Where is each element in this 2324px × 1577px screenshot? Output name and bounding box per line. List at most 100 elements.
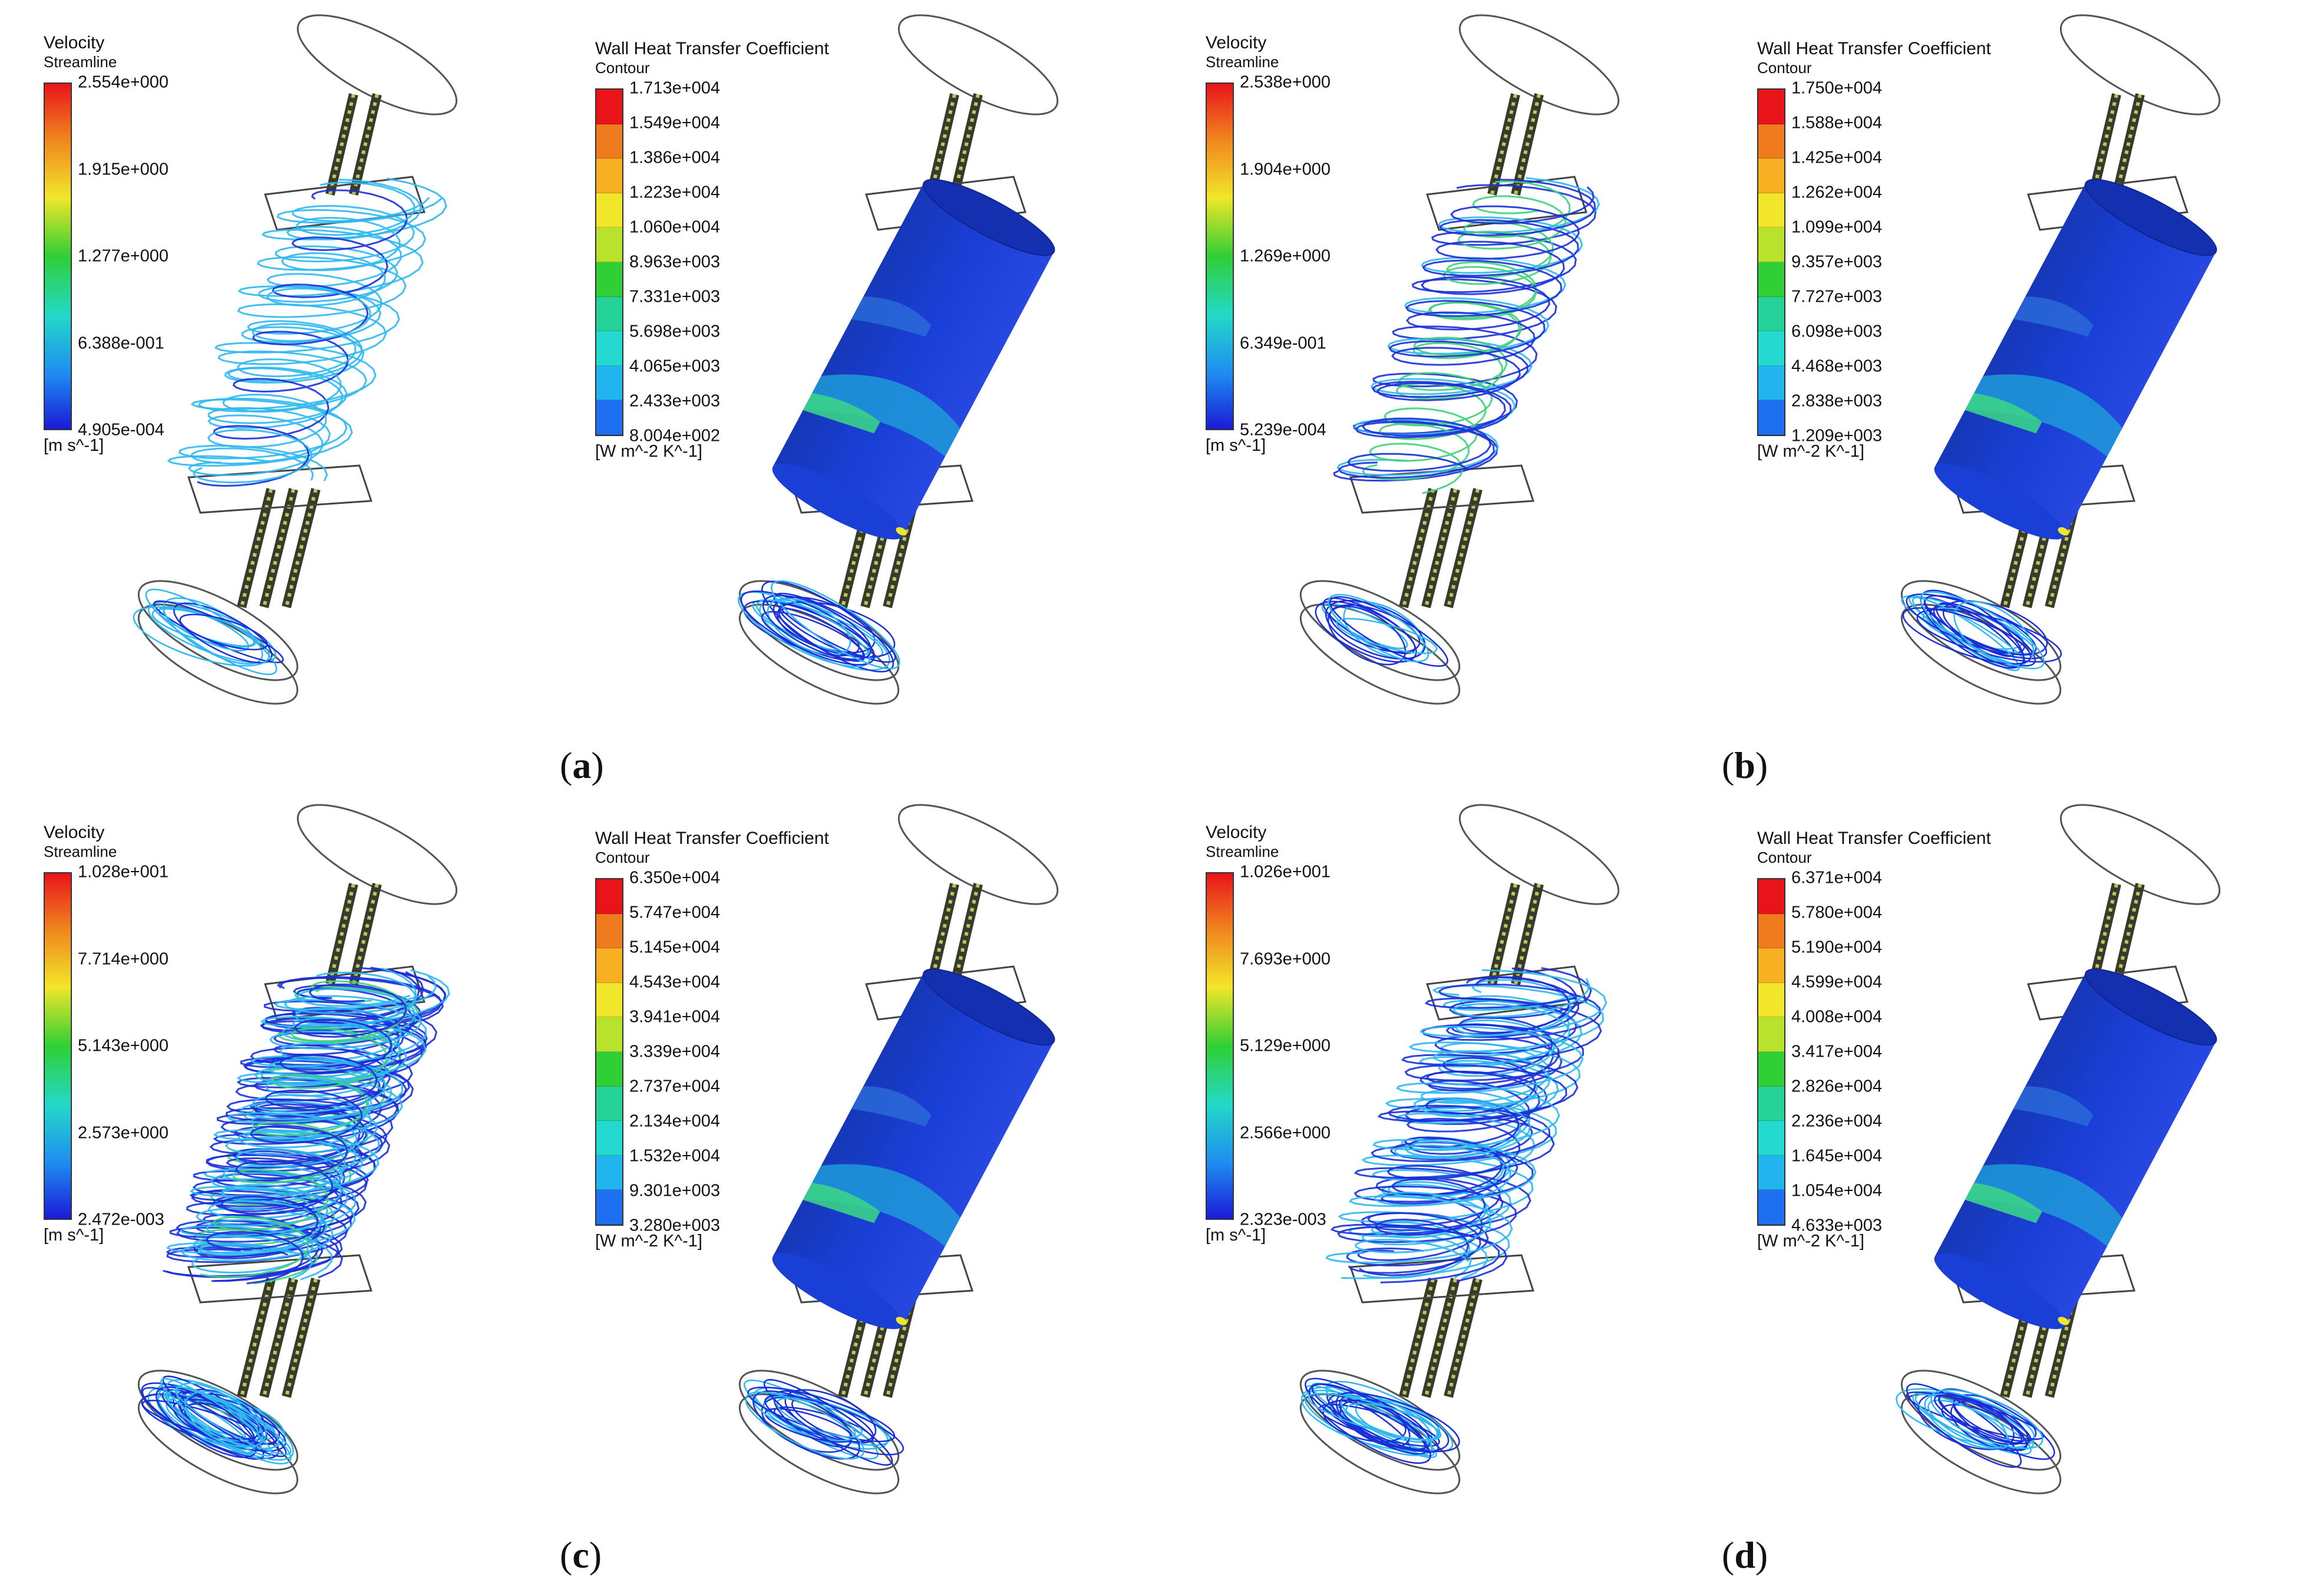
colorbar-tick-label: 1.588e+004	[1791, 113, 1883, 133]
colorbar-tick-label: 2.236e+004	[1791, 1111, 1883, 1131]
frame-plate	[1349, 464, 1535, 514]
colorbar-tick-label: 2.538e+000	[1240, 72, 1331, 92]
cylinder-bottom	[772, 463, 904, 540]
htc-hotspot	[1965, 1183, 2042, 1223]
streamline	[1340, 1395, 1438, 1441]
colorbar-tick-label: 1.054e+004	[1791, 1181, 1883, 1200]
colorbar-step	[1758, 331, 1784, 366]
bottom-plate	[1299, 580, 1461, 681]
legend-subtitle: Contour	[595, 849, 650, 866]
streamline	[160, 1378, 273, 1457]
colorbar-step	[596, 1017, 622, 1052]
colorbar-step	[1758, 948, 1784, 983]
streamline	[778, 608, 866, 662]
pipe-detail	[841, 1278, 874, 1397]
colorbar-step	[1758, 262, 1784, 297]
legend-subtitle: Streamline	[1206, 53, 1279, 71]
cylinder-top	[2084, 968, 2217, 1046]
colorbar-tick-label: 4.633e+003	[1791, 1216, 1883, 1235]
legend-subtitle: Streamline	[1206, 843, 1279, 860]
streamline	[141, 1387, 265, 1460]
top-plate	[296, 804, 458, 905]
top-plate	[296, 14, 458, 116]
colorbar-tick-label: 1.425e+004	[1791, 148, 1883, 167]
streamline	[1355, 1398, 1441, 1443]
colorbar-step	[596, 1155, 622, 1190]
pipe-detail	[2091, 94, 2118, 195]
colorbar-step	[596, 948, 622, 983]
colorbar-tick-label: 4.065e+003	[629, 357, 721, 376]
colorbar-tick-label: 6.350e+004	[629, 868, 721, 888]
pipe-detail	[863, 489, 896, 608]
colorbar-tick-label: 5.239e-004	[1240, 420, 1326, 440]
colorbar-step	[596, 1121, 622, 1156]
streamline	[1330, 997, 1602, 1282]
pipe-detail	[863, 1278, 896, 1397]
panel-label: (c)	[560, 1534, 602, 1576]
htc-hotspot	[896, 1317, 907, 1325]
cylinder-body	[1934, 968, 2217, 1329]
pipe-detail	[953, 94, 980, 195]
streamline	[1336, 618, 1438, 654]
htc-band	[2013, 296, 2094, 337]
colorbar-tick-label: 4.905e-004	[78, 420, 164, 440]
streamline-view	[1299, 804, 1620, 1494]
colorbar-tick-label: 2.323e-003	[1240, 1210, 1326, 1229]
pipe-detail	[2025, 1278, 2058, 1397]
streamline	[1348, 976, 1580, 1274]
cylinder-body	[772, 179, 1055, 540]
streamline	[179, 995, 427, 1281]
panel-letter: b	[1734, 744, 1755, 786]
streamline	[771, 580, 900, 669]
legend-title: Wall Heat Transfer Coefficient	[595, 39, 829, 58]
bottom-plate	[137, 580, 299, 681]
contour-view	[738, 804, 1059, 1494]
colorbar-step	[1758, 1121, 1784, 1156]
streamline	[1355, 978, 1590, 1262]
colorbar-tick-label: 5.129e+000	[1240, 1036, 1331, 1055]
pipe-detail	[886, 1278, 919, 1397]
streamline	[1343, 601, 1425, 660]
colorbar	[1757, 88, 1785, 436]
colorbar-tick-label: 9.357e+003	[1791, 252, 1883, 272]
streamline	[1914, 1393, 2032, 1455]
cylinder-top	[2084, 179, 2217, 256]
legend-units: [m s^-1]	[44, 436, 104, 455]
streamline	[145, 588, 278, 675]
streamline-view	[137, 804, 458, 1494]
colorbar-step	[596, 1086, 622, 1121]
legend-units: [W m^-2 K^-1]	[595, 442, 702, 461]
streamline	[1950, 1400, 2029, 1451]
cylinder-surface	[1935, 972, 2216, 1326]
colorbar-tick-label: 1.026e+001	[1240, 862, 1331, 882]
colorbar-step	[596, 1051, 622, 1087]
top-plate	[2059, 804, 2221, 905]
colorbar-tick-label: 1.645e+004	[1791, 1146, 1883, 1166]
legend-title: Velocity	[44, 33, 105, 52]
pipe-detail	[1447, 489, 1480, 608]
streamline	[1325, 1381, 1454, 1453]
colorbar-tick-label: 5.143e+000	[78, 1036, 169, 1055]
streamline-view	[1299, 14, 1620, 705]
bottom-plate	[1299, 1370, 1461, 1471]
pipe-detail	[2003, 1278, 2036, 1397]
legend-title: Wall Heat Transfer Coefficient	[595, 829, 829, 848]
legend-title: Wall Heat Transfer Coefficient	[1757, 829, 1991, 848]
pipe-detail	[953, 883, 980, 985]
colorbar-tick-label: 1.915e+000	[78, 160, 169, 179]
colorbar-tick-label: 2.573e+000	[78, 1123, 169, 1142]
streamline	[200, 980, 407, 1278]
streamline	[1359, 976, 1570, 1276]
colorbar-tick-label: 6.349e-001	[1240, 334, 1326, 352]
colorbar-tick-label: 5.145e+004	[629, 938, 721, 957]
pipe-detail	[328, 883, 355, 985]
colorbar-step	[596, 262, 622, 297]
colorbar-tick-label: 3.339e+004	[629, 1042, 721, 1061]
colorbar-tick-label: 1.713e+004	[629, 78, 721, 98]
colorbar-step	[596, 879, 622, 914]
streamline	[1322, 603, 1408, 649]
streamline	[192, 182, 415, 484]
colorbar-tick-label: 2.472e-003	[78, 1210, 164, 1229]
